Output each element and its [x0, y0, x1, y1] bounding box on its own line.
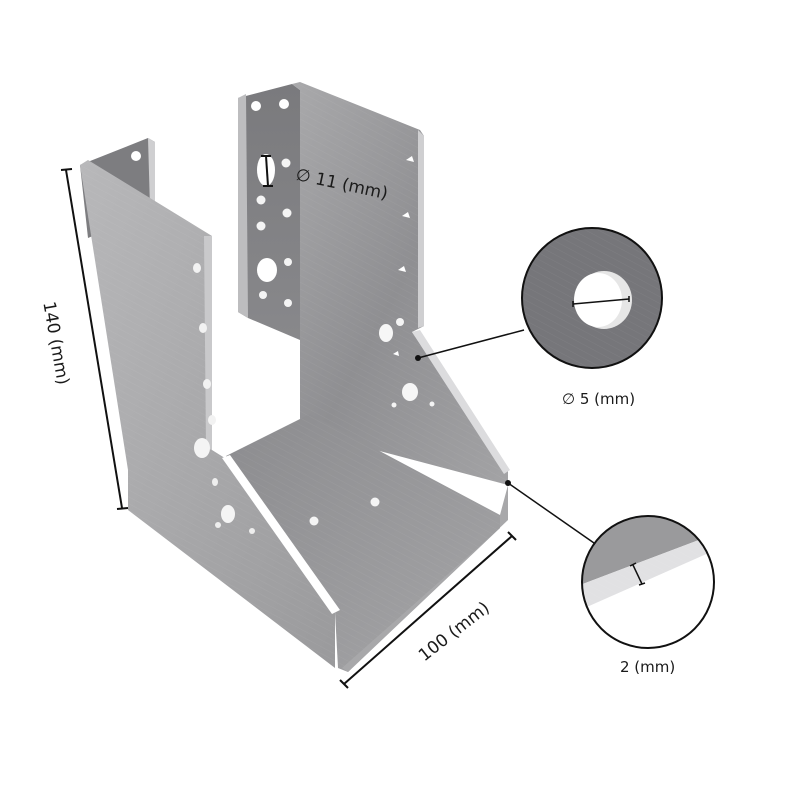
- base-plate: [222, 414, 508, 672]
- thickness-callout: [505, 480, 715, 649]
- height-dimension-line: [60, 168, 129, 510]
- large-hole-diameter-marker: [261, 155, 273, 187]
- small-hole-diameter-label: ∅ 5 (mm): [562, 390, 636, 408]
- back-wall: [292, 82, 510, 485]
- thickness-label: 2 (mm): [620, 658, 676, 676]
- small-hole-callout: [415, 227, 663, 369]
- left-side-panel: [80, 160, 335, 668]
- width-dimension-line: [339, 531, 517, 689]
- back-perforated-flange: [238, 84, 300, 340]
